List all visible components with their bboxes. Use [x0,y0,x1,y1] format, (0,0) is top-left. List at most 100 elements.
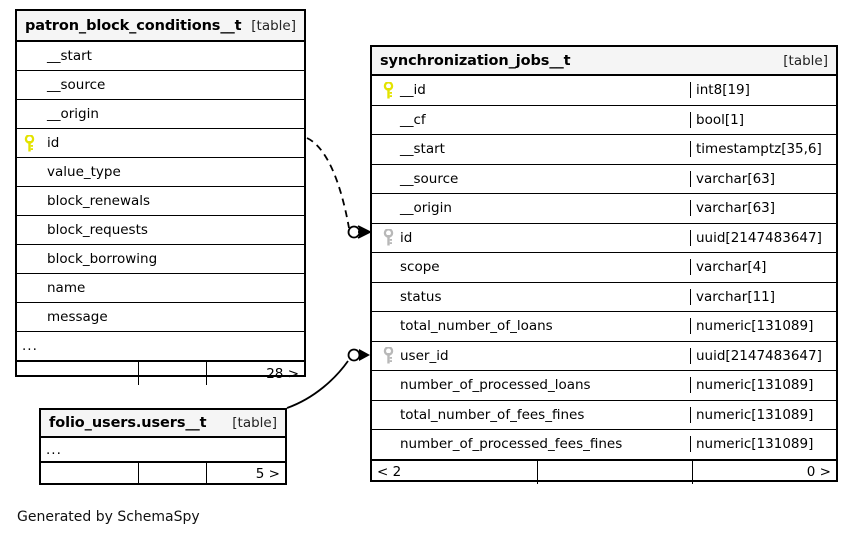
table-title: patron_block_conditions__t [25,17,242,34]
table-patron-block-conditions[interactable]: patron_block_conditions__t [table] __sta… [15,9,306,385]
column-type: varchar[11] [690,288,836,305]
column-name: number_of_processed_loans [400,377,591,394]
key-icon-foreign [376,347,400,364]
table-row[interactable]: total_number_of_loans numeric[131089] [372,312,836,342]
footer-left[interactable] [41,463,139,485]
table-row-more[interactable]: ... [41,438,285,462]
diagram-caption: Generated by SchemaSpy [17,509,200,525]
column-name: block_requests [47,222,148,238]
column-name-cell: value_type [17,164,304,180]
column-name: __origin [47,106,99,122]
column-name: total_number_of_fees_fines [400,406,585,423]
table-header: folio_users.users__t [table] [41,410,285,438]
column-name: __cf [400,111,426,128]
table-row[interactable]: number_of_processed_fees_fines numeric[1… [372,430,836,460]
column-name: __start [47,48,92,64]
table-row-foreign-key[interactable]: user_id uuid[2147483647] [372,342,836,371]
table-row[interactable]: total_number_of_fees_fines numeric[13108… [372,401,836,430]
table-synchronization-jobs[interactable]: synchronization_jobs__t [table] __id int… [370,45,838,484]
table-footer: 28 > [17,361,304,385]
table-row[interactable]: block_borrowing [17,245,304,274]
column-type: varchar[63] [690,170,836,187]
column-name-cell: number_of_processed_loans [372,377,690,393]
column-name-cell: __origin [17,106,304,122]
footer-related-tables-count[interactable]: 28 > [266,365,299,382]
column-name: __id [400,82,426,99]
column-type: numeric[131089] [690,436,836,453]
table-row[interactable]: status varchar[11] [372,283,836,312]
column-name-cell: block_renewals [17,193,304,209]
table-row[interactable]: __source varchar[63] [372,165,836,194]
column-name-cell: block_borrowing [17,251,304,267]
relationship-patron-id-to-sync-id [306,137,371,239]
table-type-tag: [table] [251,17,296,34]
column-name-cell: total_number_of_fees_fines [372,407,690,423]
column-name: status [400,288,442,305]
column-type: varchar[63] [690,200,836,217]
column-type: varchar[4] [690,259,836,276]
column-name: __start [400,141,445,158]
column-name: block_renewals [47,193,151,209]
table-row[interactable]: number_of_processed_loans numeric[131089… [372,371,836,401]
table-type-tag: [table] [232,415,277,431]
column-type: timestamptz[35,6] [690,141,836,158]
column-type: uuid[2147483647] [690,229,836,246]
column-name: block_borrowing [47,251,158,267]
table-row[interactable]: __start timestamptz[35,6] [372,135,836,165]
column-name: __origin [400,200,452,217]
table-row[interactable]: __source [17,71,304,100]
column-name: message [47,309,108,325]
table-row[interactable]: block_renewals [17,187,304,216]
table-row[interactable]: __origin [17,100,304,129]
column-name-cell: __source [17,77,304,93]
table-row[interactable]: __origin varchar[63] [372,194,836,224]
column-name: id [400,229,413,246]
table-header: synchronization_jobs__t [table] [372,47,836,76]
column-name-cell: id [372,229,690,246]
footer-left[interactable] [17,362,139,385]
column-name-cell: __id [372,81,690,99]
table-row-primary-key[interactable]: id [17,129,304,158]
column-name-cell: user_id [372,347,690,364]
column-type: uuid[2147483647] [690,347,836,364]
table-folio-users-users[interactable]: folio_users.users__t [table] ... 5 > [39,408,287,485]
table-row-primary-key[interactable]: __id int8[19] [372,76,836,106]
footer-middle [538,460,693,484]
table-row[interactable]: __cf bool[1] [372,106,836,135]
table-row[interactable]: scope varchar[4] [372,253,836,283]
column-name: user_id [400,347,449,364]
footer-parent-tables-count[interactable]: < 2 [372,460,538,484]
column-name-cell: status [372,289,690,305]
table-row-foreign-key[interactable]: id uuid[2147483647] [372,224,836,253]
column-name-cell: message [17,309,304,325]
table-row[interactable]: message [17,303,304,332]
table-row[interactable]: __start [17,42,304,71]
footer-child-tables-count[interactable]: 0 > [806,464,831,480]
footer-middle [139,463,207,485]
table-row-more[interactable]: ... [17,332,304,361]
column-name-cell: number_of_processed_fees_fines [372,436,690,452]
table-row[interactable]: name [17,274,304,303]
column-type: numeric[131089] [690,377,836,394]
column-name-cell: __start [17,48,304,64]
table-type-tag: [table] [783,52,828,69]
more-columns-ellipsis: ... [22,338,38,354]
key-icon-primary [17,134,41,152]
table-row[interactable]: value_type [17,158,304,187]
table-footer: 5 > [41,462,285,485]
more-columns-ellipsis: ... [46,441,62,458]
column-name: __source [47,77,106,93]
column-name-cell: __source [372,171,690,187]
column-type: bool[1] [690,111,836,128]
column-type: numeric[131089] [690,406,836,423]
column-name: total_number_of_loans [400,318,553,335]
column-name: name [47,280,86,296]
column-name: id [47,135,60,151]
footer-related-tables-count[interactable]: 5 > [255,466,280,482]
key-icon-primary [376,81,400,99]
table-row[interactable]: block_requests [17,216,304,245]
column-name: number_of_processed_fees_fines [400,436,623,453]
column-name-cell: total_number_of_loans [372,318,690,334]
column-name: scope [400,259,440,276]
